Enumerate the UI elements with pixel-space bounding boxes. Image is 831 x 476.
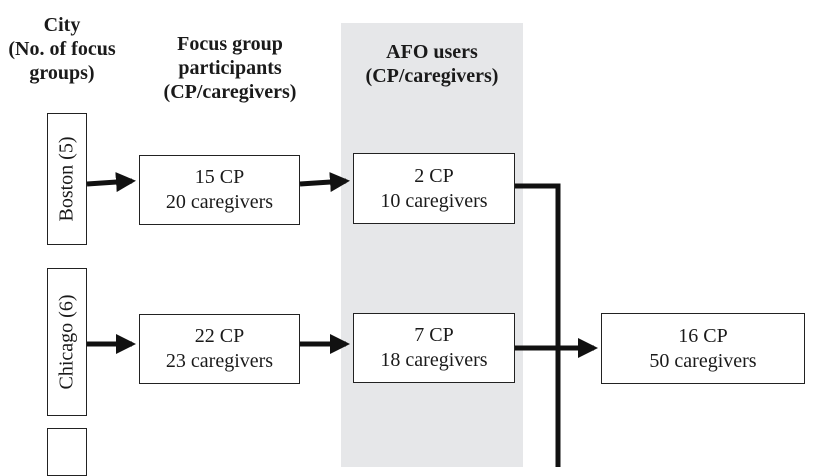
afo-box-boston: 2 CP 10 caregivers [353,153,515,224]
focus-group-box-boston: 15 CP 20 caregivers [139,155,300,225]
header-afo-users: AFO users (CP/caregivers) [365,41,499,87]
city-box-boston: Boston (5) [47,113,87,245]
afo-box-chicago: 7 CP 18 caregivers [353,313,515,383]
afo-users-column-shade [341,23,523,467]
header-city: City (No. of focus groups) [8,14,116,84]
city-box-chicago: Chicago (6) [47,268,87,416]
focus-group-box-chicago: 22 CP 23 caregivers [139,314,300,384]
header-focus-group-participants: Focus group participants (CP/caregivers) [163,33,297,103]
total-box: 16 CP 50 caregivers [601,313,805,384]
arrow-focus-to-afo-boston [299,172,350,193]
arrow-boston-to-focus [86,172,136,193]
